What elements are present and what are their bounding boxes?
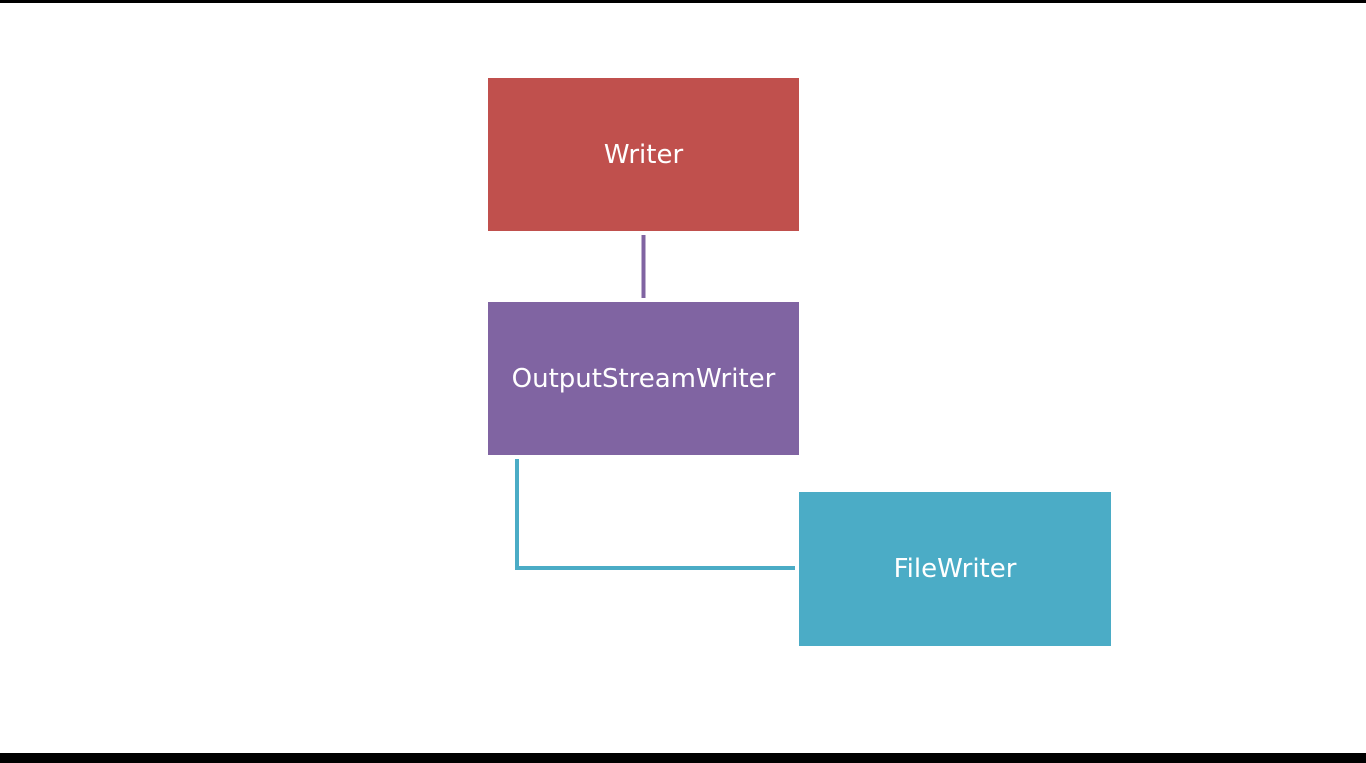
edge-outputstreamwriter-to-filewriter: [515, 459, 795, 570]
top-border: [0, 0, 1366, 3]
node-file-writer-label: FileWriter: [893, 554, 1017, 584]
node-writer-label: Writer: [603, 139, 684, 170]
node-output-stream-writer-label: OutputStreamWriter: [511, 363, 776, 394]
node-output-stream-writer: OutputStreamWriter: [488, 302, 799, 455]
node-file-writer: FileWriter: [799, 492, 1111, 646]
node-writer: Writer: [488, 78, 799, 231]
bottom-border: [0, 753, 1366, 763]
